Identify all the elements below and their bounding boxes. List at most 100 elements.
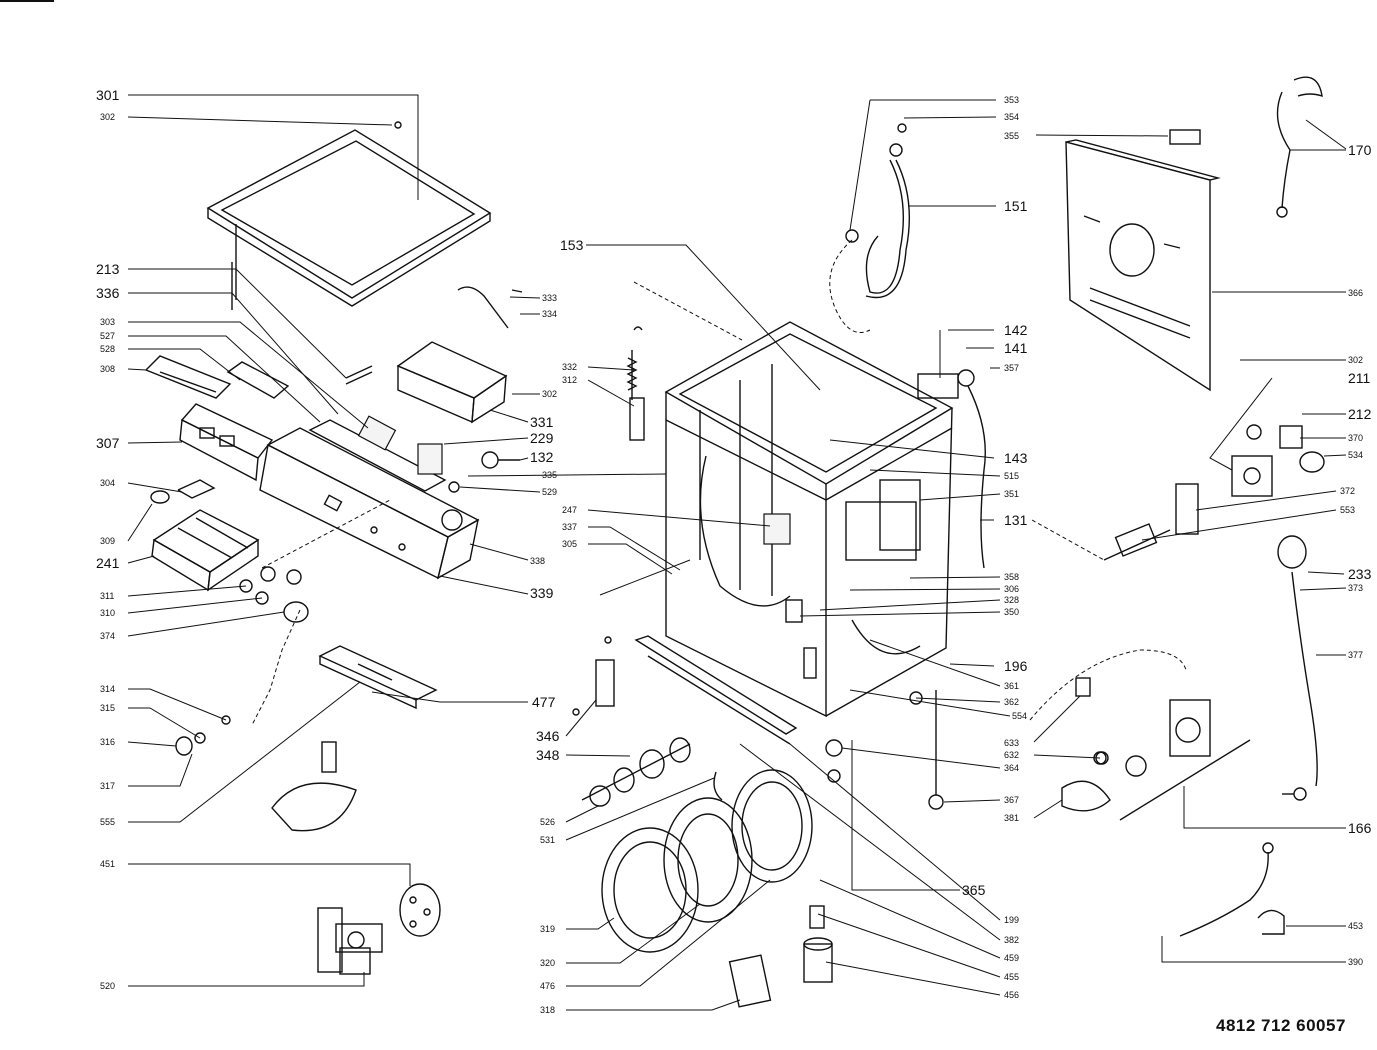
label-529: 529 bbox=[542, 487, 557, 497]
label-554: 554 bbox=[1012, 711, 1027, 721]
label-328: 328 bbox=[1004, 595, 1019, 605]
label-302-b: 302 bbox=[542, 389, 557, 399]
knob-ring-3 bbox=[239, 579, 253, 593]
washer-315 bbox=[194, 732, 206, 744]
knob-529 bbox=[448, 481, 460, 493]
part-drawings bbox=[144, 76, 1325, 1008]
label-233: 233 bbox=[1348, 566, 1372, 582]
label-366: 366 bbox=[1348, 288, 1363, 298]
label-453: 453 bbox=[1348, 921, 1363, 931]
label-358: 358 bbox=[1004, 572, 1019, 582]
filter-housing bbox=[271, 741, 357, 832]
label-350: 350 bbox=[1004, 607, 1019, 617]
label-314: 314 bbox=[100, 684, 115, 694]
foot-367 bbox=[928, 794, 944, 810]
label-143: 143 bbox=[1004, 450, 1028, 466]
label-305: 305 bbox=[562, 539, 577, 549]
label-362: 362 bbox=[1004, 697, 1019, 707]
label-241: 241 bbox=[96, 555, 120, 571]
supply-cable bbox=[1276, 76, 1323, 218]
label-346: 346 bbox=[536, 728, 560, 744]
label-477: 477 bbox=[532, 694, 556, 710]
clip-531 bbox=[713, 771, 723, 801]
label-320: 320 bbox=[540, 958, 555, 968]
label-370: 370 bbox=[1348, 433, 1363, 443]
bracket-451 bbox=[399, 883, 441, 937]
switch-block bbox=[357, 415, 397, 451]
label-312: 312 bbox=[562, 375, 577, 385]
label-632: 632 bbox=[1004, 750, 1019, 760]
label-355: 355 bbox=[1004, 131, 1019, 141]
label-526: 526 bbox=[540, 817, 555, 827]
label-142: 142 bbox=[1004, 322, 1028, 338]
label-390: 390 bbox=[1348, 957, 1363, 967]
label-213: 213 bbox=[96, 261, 120, 277]
foot-364 bbox=[825, 739, 843, 757]
inlet-valve bbox=[917, 369, 986, 569]
label-367: 367 bbox=[1004, 795, 1019, 805]
label-333: 333 bbox=[542, 293, 557, 303]
clamp-373-lower bbox=[1293, 787, 1307, 801]
label-310: 310 bbox=[100, 608, 115, 618]
label-455: 455 bbox=[1004, 972, 1019, 982]
label-373: 373 bbox=[1348, 583, 1363, 593]
label-534: 534 bbox=[1348, 450, 1363, 460]
door-hinge bbox=[317, 907, 383, 975]
label-459: 459 bbox=[1004, 953, 1019, 963]
label-553: 553 bbox=[1340, 505, 1355, 515]
label-132: 132 bbox=[530, 449, 554, 465]
label-304: 304 bbox=[100, 478, 115, 488]
programme-unit bbox=[396, 286, 523, 424]
block-355 bbox=[1169, 129, 1201, 145]
leader-lines bbox=[127, 94, 1347, 1011]
corner-mark bbox=[0, 0, 54, 2]
inlet-hose-151 bbox=[865, 143, 910, 299]
label-353: 353 bbox=[1004, 95, 1019, 105]
hinge-parts bbox=[572, 636, 691, 807]
label-196: 196 bbox=[1004, 658, 1028, 674]
label-302-c: 302 bbox=[1348, 355, 1363, 365]
part-labels: 301 302 213 336 303 527 528 308 307 304 … bbox=[96, 87, 1372, 1015]
label-335: 335 bbox=[542, 470, 557, 480]
lever-304 bbox=[177, 479, 216, 499]
label-381: 381 bbox=[1004, 813, 1019, 823]
label-131: 131 bbox=[1004, 512, 1028, 528]
label-633: 633 bbox=[1004, 738, 1019, 748]
label-337: 337 bbox=[562, 522, 577, 532]
label-339: 339 bbox=[530, 585, 554, 601]
label-308: 308 bbox=[100, 364, 115, 374]
label-307: 307 bbox=[96, 435, 120, 451]
label-364: 364 bbox=[1004, 763, 1019, 773]
interference-filter-229 bbox=[417, 443, 443, 475]
label-377: 377 bbox=[1348, 650, 1363, 660]
label-515: 515 bbox=[1004, 471, 1019, 481]
label-348: 348 bbox=[536, 747, 560, 763]
label-247: 247 bbox=[562, 505, 577, 515]
programme-board bbox=[308, 419, 447, 492]
knob-ring-2 bbox=[286, 569, 302, 585]
pin-314 bbox=[221, 715, 231, 725]
label-476: 476 bbox=[540, 981, 555, 991]
control-fascia bbox=[259, 427, 480, 580]
label-456: 456 bbox=[1004, 990, 1019, 1000]
label-319: 319 bbox=[540, 924, 555, 934]
label-199: 199 bbox=[1004, 915, 1019, 925]
label-316: 316 bbox=[100, 737, 115, 747]
label-302: 302 bbox=[100, 112, 115, 122]
door-assembly bbox=[601, 769, 813, 1008]
label-306: 306 bbox=[1004, 584, 1019, 594]
pin-213 bbox=[345, 365, 373, 385]
label-354: 354 bbox=[1004, 112, 1019, 122]
label-211: 211 bbox=[1348, 370, 1371, 386]
label-212: 212 bbox=[1348, 406, 1372, 422]
indicator-plate-308 bbox=[144, 355, 232, 399]
cap-309 bbox=[150, 490, 170, 504]
label-338: 338 bbox=[530, 556, 545, 566]
label-361: 361 bbox=[1004, 681, 1019, 691]
label-527: 527 bbox=[100, 331, 115, 341]
label-332: 332 bbox=[562, 362, 577, 372]
drain-hose bbox=[1179, 842, 1285, 937]
front-rail bbox=[634, 635, 798, 745]
label-336: 336 bbox=[96, 285, 120, 301]
